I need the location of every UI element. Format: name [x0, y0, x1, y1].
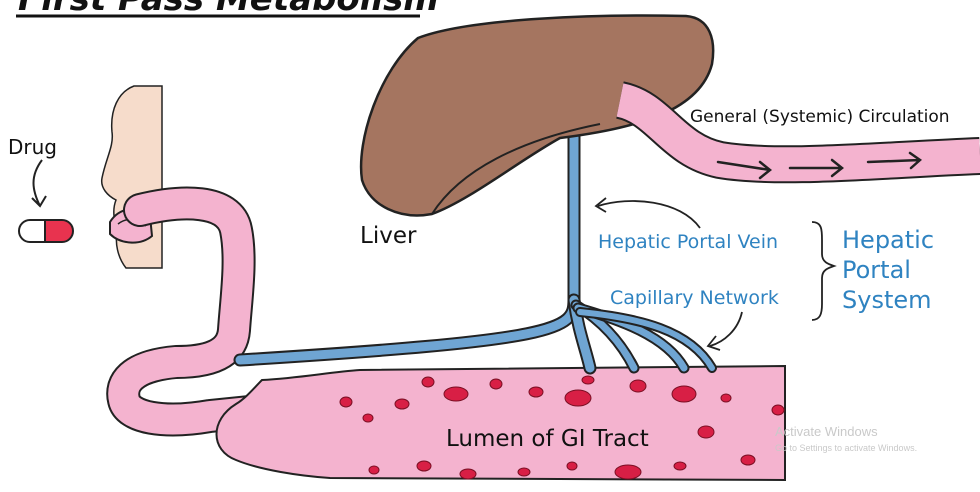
portal-system-brace: [812, 222, 834, 320]
capillary-arrow: [708, 312, 742, 350]
systemic-circulation-label: General (Systemic) Circulation: [690, 107, 950, 127]
portal-vein-arrow: [596, 198, 700, 228]
portal-system-label-line2: Portal: [842, 256, 911, 284]
portal-system-label-line1: Hepatic: [842, 226, 934, 254]
drug-capsule: [19, 220, 73, 242]
liver-label: Liver: [360, 223, 417, 249]
lumen-label: Lumen of GI Tract: [446, 426, 649, 452]
drug-label: Drug: [8, 135, 57, 159]
drug-arrow: [32, 160, 46, 206]
portal-system-label-line3: System: [842, 286, 932, 314]
capillary-network-label: Capillary Network: [610, 287, 779, 309]
hepatic-portal-vein-label: Hepatic Portal Vein: [598, 231, 778, 253]
watermark-line1: Activate Windows: [775, 424, 878, 439]
watermark-line2: Go to Settings to activate Windows.: [775, 443, 917, 453]
